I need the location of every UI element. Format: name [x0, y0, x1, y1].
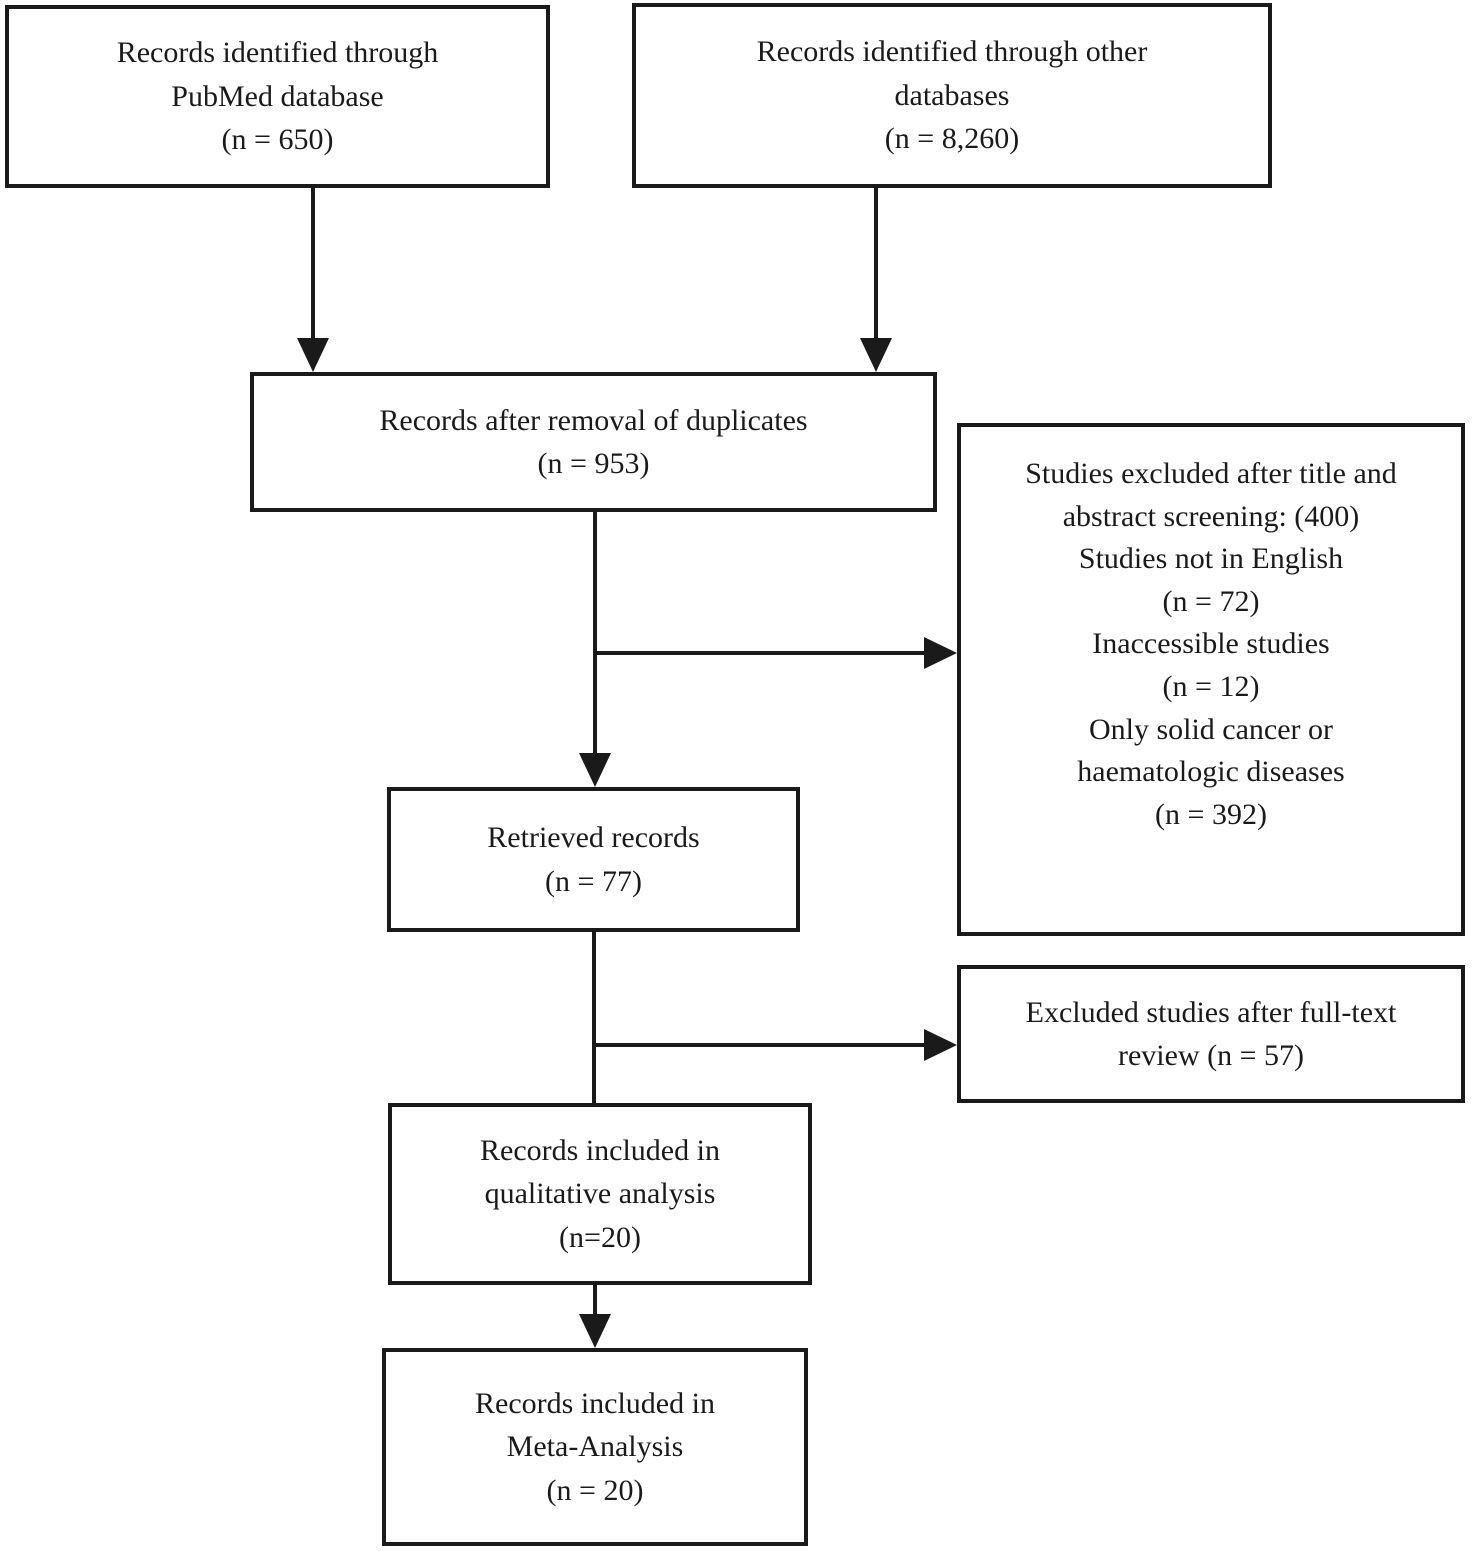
node-line: Records identified through: [116, 36, 439, 70]
node-line: Studies not in English: [1078, 542, 1344, 576]
arrow-duplicates-to-retrieved-head: [579, 753, 611, 787]
arrow-qualitative-to-meta-head: [579, 1314, 611, 1348]
node-count: (n = 77): [545, 864, 642, 898]
node-included-meta-analysis: Records included in Meta-Analysis (n = 2…: [382, 1348, 808, 1546]
node-line: Only solid cancer or: [1088, 712, 1334, 746]
arrow-to-excluded-fulltext-head: [924, 1029, 957, 1061]
node-count: (n = 8,260): [884, 122, 1020, 156]
node-line: PubMed database: [171, 79, 384, 113]
node-excluded-after-fulltext-review: Excluded studies after full-text review …: [957, 965, 1465, 1103]
node-line: Records included in: [480, 1133, 720, 1167]
node-line: abstract screening: (400): [1062, 499, 1360, 533]
arrow-to-excluded-screening-head: [924, 637, 957, 669]
node-included-qualitative-analysis: Records included in qualitative analysis…: [388, 1103, 812, 1285]
node-count: (n = 72): [1162, 584, 1260, 618]
node-count: (n = 12): [1162, 669, 1260, 703]
node-count: (n = 953): [537, 447, 650, 480]
node-count: (n = 20): [546, 1473, 644, 1507]
node-line: qualitative analysis: [484, 1177, 716, 1211]
node-line: Records identified through other: [756, 35, 1148, 69]
arrow-other-to-duplicates-head: [860, 338, 892, 372]
node-line: haematologic diseases: [1077, 755, 1345, 789]
node-records-other-databases: Records identified through other databas…: [632, 3, 1272, 188]
node-line: Records included in: [475, 1386, 715, 1420]
node-count: (n = 650): [221, 123, 334, 157]
node-retrieved-records: Retrieved records (n = 77): [387, 787, 800, 932]
node-line: Meta-Analysis: [506, 1430, 684, 1464]
node-records-pubmed: Records identified through PubMed databa…: [5, 5, 550, 188]
node-records-after-duplicate-removal: Records after removal of duplicates (n =…: [250, 372, 937, 512]
node-line: Retrieved records: [487, 821, 700, 854]
node-line: databases: [894, 78, 1010, 112]
node-line: Studies excluded after title and: [1025, 457, 1397, 490]
node-count: review (n = 57): [1117, 1039, 1305, 1072]
node-line: Inaccessible studies: [1092, 627, 1330, 661]
node-count: (n = 392): [1155, 797, 1267, 831]
arrow-pubmed-to-duplicates-head: [297, 338, 329, 372]
node-excluded-after-screening: Studies excluded after title and abstrac…: [957, 423, 1465, 936]
node-line: Records after removal of duplicates: [379, 403, 808, 437]
node-count: (n=20): [559, 1220, 641, 1254]
node-line: Excluded studies after full-text: [1025, 995, 1397, 1029]
